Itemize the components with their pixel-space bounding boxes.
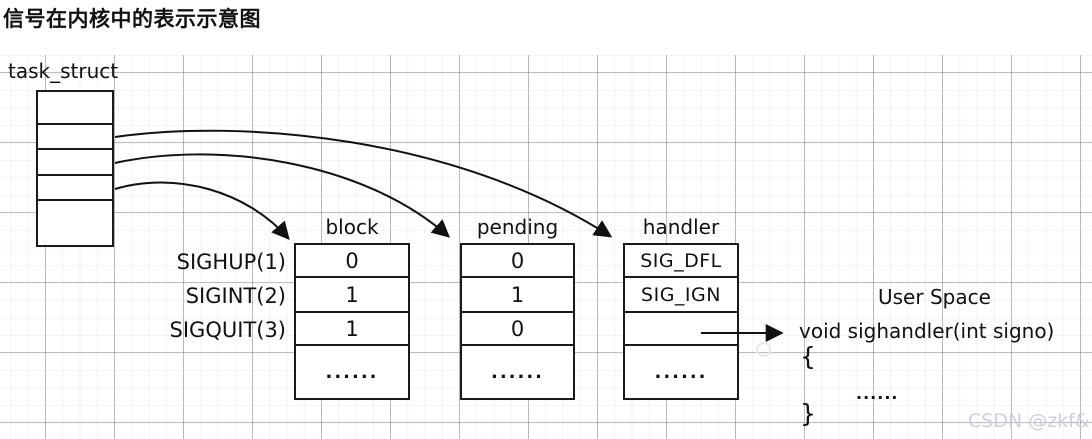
close-brace: } xyxy=(800,399,816,428)
function-signature: void sighandler(int signo) xyxy=(799,319,1055,343)
table-cell: 0 xyxy=(462,245,573,278)
signal-label-sigint: SIGINT(2) xyxy=(185,284,286,308)
task-struct-label: task_struct xyxy=(8,59,119,83)
function-body-ellipsis: ...... xyxy=(856,384,899,403)
table-cell: 0 xyxy=(462,313,573,346)
table-cell: 1 xyxy=(462,278,573,313)
table-cell-sig-dfl: SIG_DFL xyxy=(625,245,737,278)
pending-table: 0 1 0 ...... xyxy=(460,243,575,400)
table-cell-ellipsis: ...... xyxy=(325,361,379,383)
block-table: 0 1 1 ...... xyxy=(294,243,410,400)
page-title: 信号在内核中的表示示意图 xyxy=(3,7,261,31)
handler-table: SIG_DFL SIG_IGN ...... xyxy=(623,243,739,400)
table-cell: 1 xyxy=(296,278,408,313)
block-table-header: block xyxy=(325,215,379,239)
task-struct-cell xyxy=(38,150,112,176)
task-struct-cell xyxy=(38,201,112,245)
handler-table-header: handler xyxy=(642,215,720,239)
faint-circle-decoration xyxy=(756,342,771,357)
table-cell: 1 xyxy=(296,313,408,346)
pending-table-header: pending xyxy=(476,215,559,239)
watermark: CSDN @zkf& xyxy=(968,410,1090,432)
table-cell: 0 xyxy=(296,245,408,278)
table-cell-ellipsis: ...... xyxy=(490,361,545,383)
table-cell-sig-ign: SIG_IGN xyxy=(625,278,737,313)
task-struct-cell xyxy=(38,92,112,125)
user-space-label: User Space xyxy=(878,285,991,309)
task-struct-cell xyxy=(38,125,112,150)
signal-label-sigquit: SIGQUIT(3) xyxy=(169,318,286,342)
table-cell-ellipsis: ...... xyxy=(654,361,708,383)
open-brace: { xyxy=(800,342,816,371)
task-struct-cell xyxy=(38,176,112,201)
table-cell-empty xyxy=(625,313,737,346)
signal-label-sighup: SIGHUP(1) xyxy=(176,250,286,274)
task-struct-box xyxy=(36,90,114,247)
